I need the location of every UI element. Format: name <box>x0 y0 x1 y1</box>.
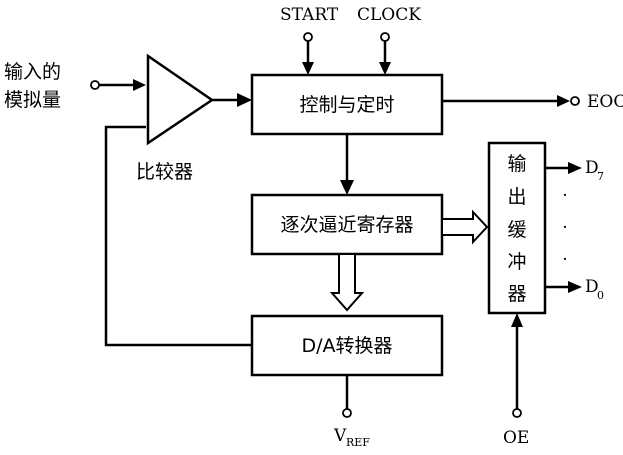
output-buffer-char-4: 冲 <box>507 251 526 273</box>
eoc-arrowhead <box>557 95 570 107</box>
comparator-triangle <box>146 53 215 146</box>
output-dot-2: · <box>562 218 567 238</box>
clock-label: CLOCK <box>357 5 421 25</box>
dac-block <box>250 314 444 377</box>
comparator-to-control-arrowhead <box>237 93 252 107</box>
d0-subscript: 0 <box>597 289 604 302</box>
vref-subscript: REF <box>346 436 370 449</box>
d7-label: D <box>585 158 599 178</box>
clock-arrowhead <box>379 62 391 75</box>
output-buffer-char-1: 输 <box>507 153 526 175</box>
control-timing-label: 控制与定时 <box>299 94 394 116</box>
analog-input-label-line1: 输入的 <box>4 61 61 83</box>
output-buffer-char-5: 器 <box>507 283 526 305</box>
dac-feedback-wire <box>104 125 252 347</box>
analog-input-label-line2: 模拟量 <box>4 89 61 111</box>
d0-arrowhead <box>568 281 582 293</box>
d0-label: D <box>585 277 599 297</box>
eoc-label: EOC <box>587 92 623 112</box>
sar-register-label: 逐次逼近寄存器 <box>280 214 413 236</box>
start-label: START <box>280 5 339 25</box>
oe-arrowhead <box>511 313 523 327</box>
clock-terminal <box>380 32 390 42</box>
sar-to-dac-bus-arrow <box>329 253 365 312</box>
sar-to-buffer-bus-arrow <box>441 209 489 245</box>
vref-terminal <box>342 408 352 418</box>
comparator-label: 比较器 <box>136 161 193 183</box>
control-timing-block <box>250 73 444 136</box>
start-terminal <box>303 32 313 42</box>
d7-subscript: 7 <box>597 170 604 183</box>
analog-input-arrowhead <box>133 79 146 91</box>
eoc-terminal <box>570 96 580 106</box>
output-dot-3: · <box>562 250 567 270</box>
oe-label: OE <box>503 428 529 448</box>
d7-arrowhead <box>568 162 582 174</box>
control-to-sar-arrowhead <box>340 180 354 195</box>
output-dot-1: · <box>562 186 567 206</box>
dac-label: D/A转换器 <box>301 335 392 357</box>
oe-terminal <box>512 408 522 418</box>
output-buffer-char-2: 出 <box>507 186 526 208</box>
vref-label: V <box>333 426 347 446</box>
analog-input-terminal <box>90 80 100 90</box>
start-arrowhead <box>302 62 314 75</box>
output-buffer-char-3: 缓 <box>507 219 526 241</box>
